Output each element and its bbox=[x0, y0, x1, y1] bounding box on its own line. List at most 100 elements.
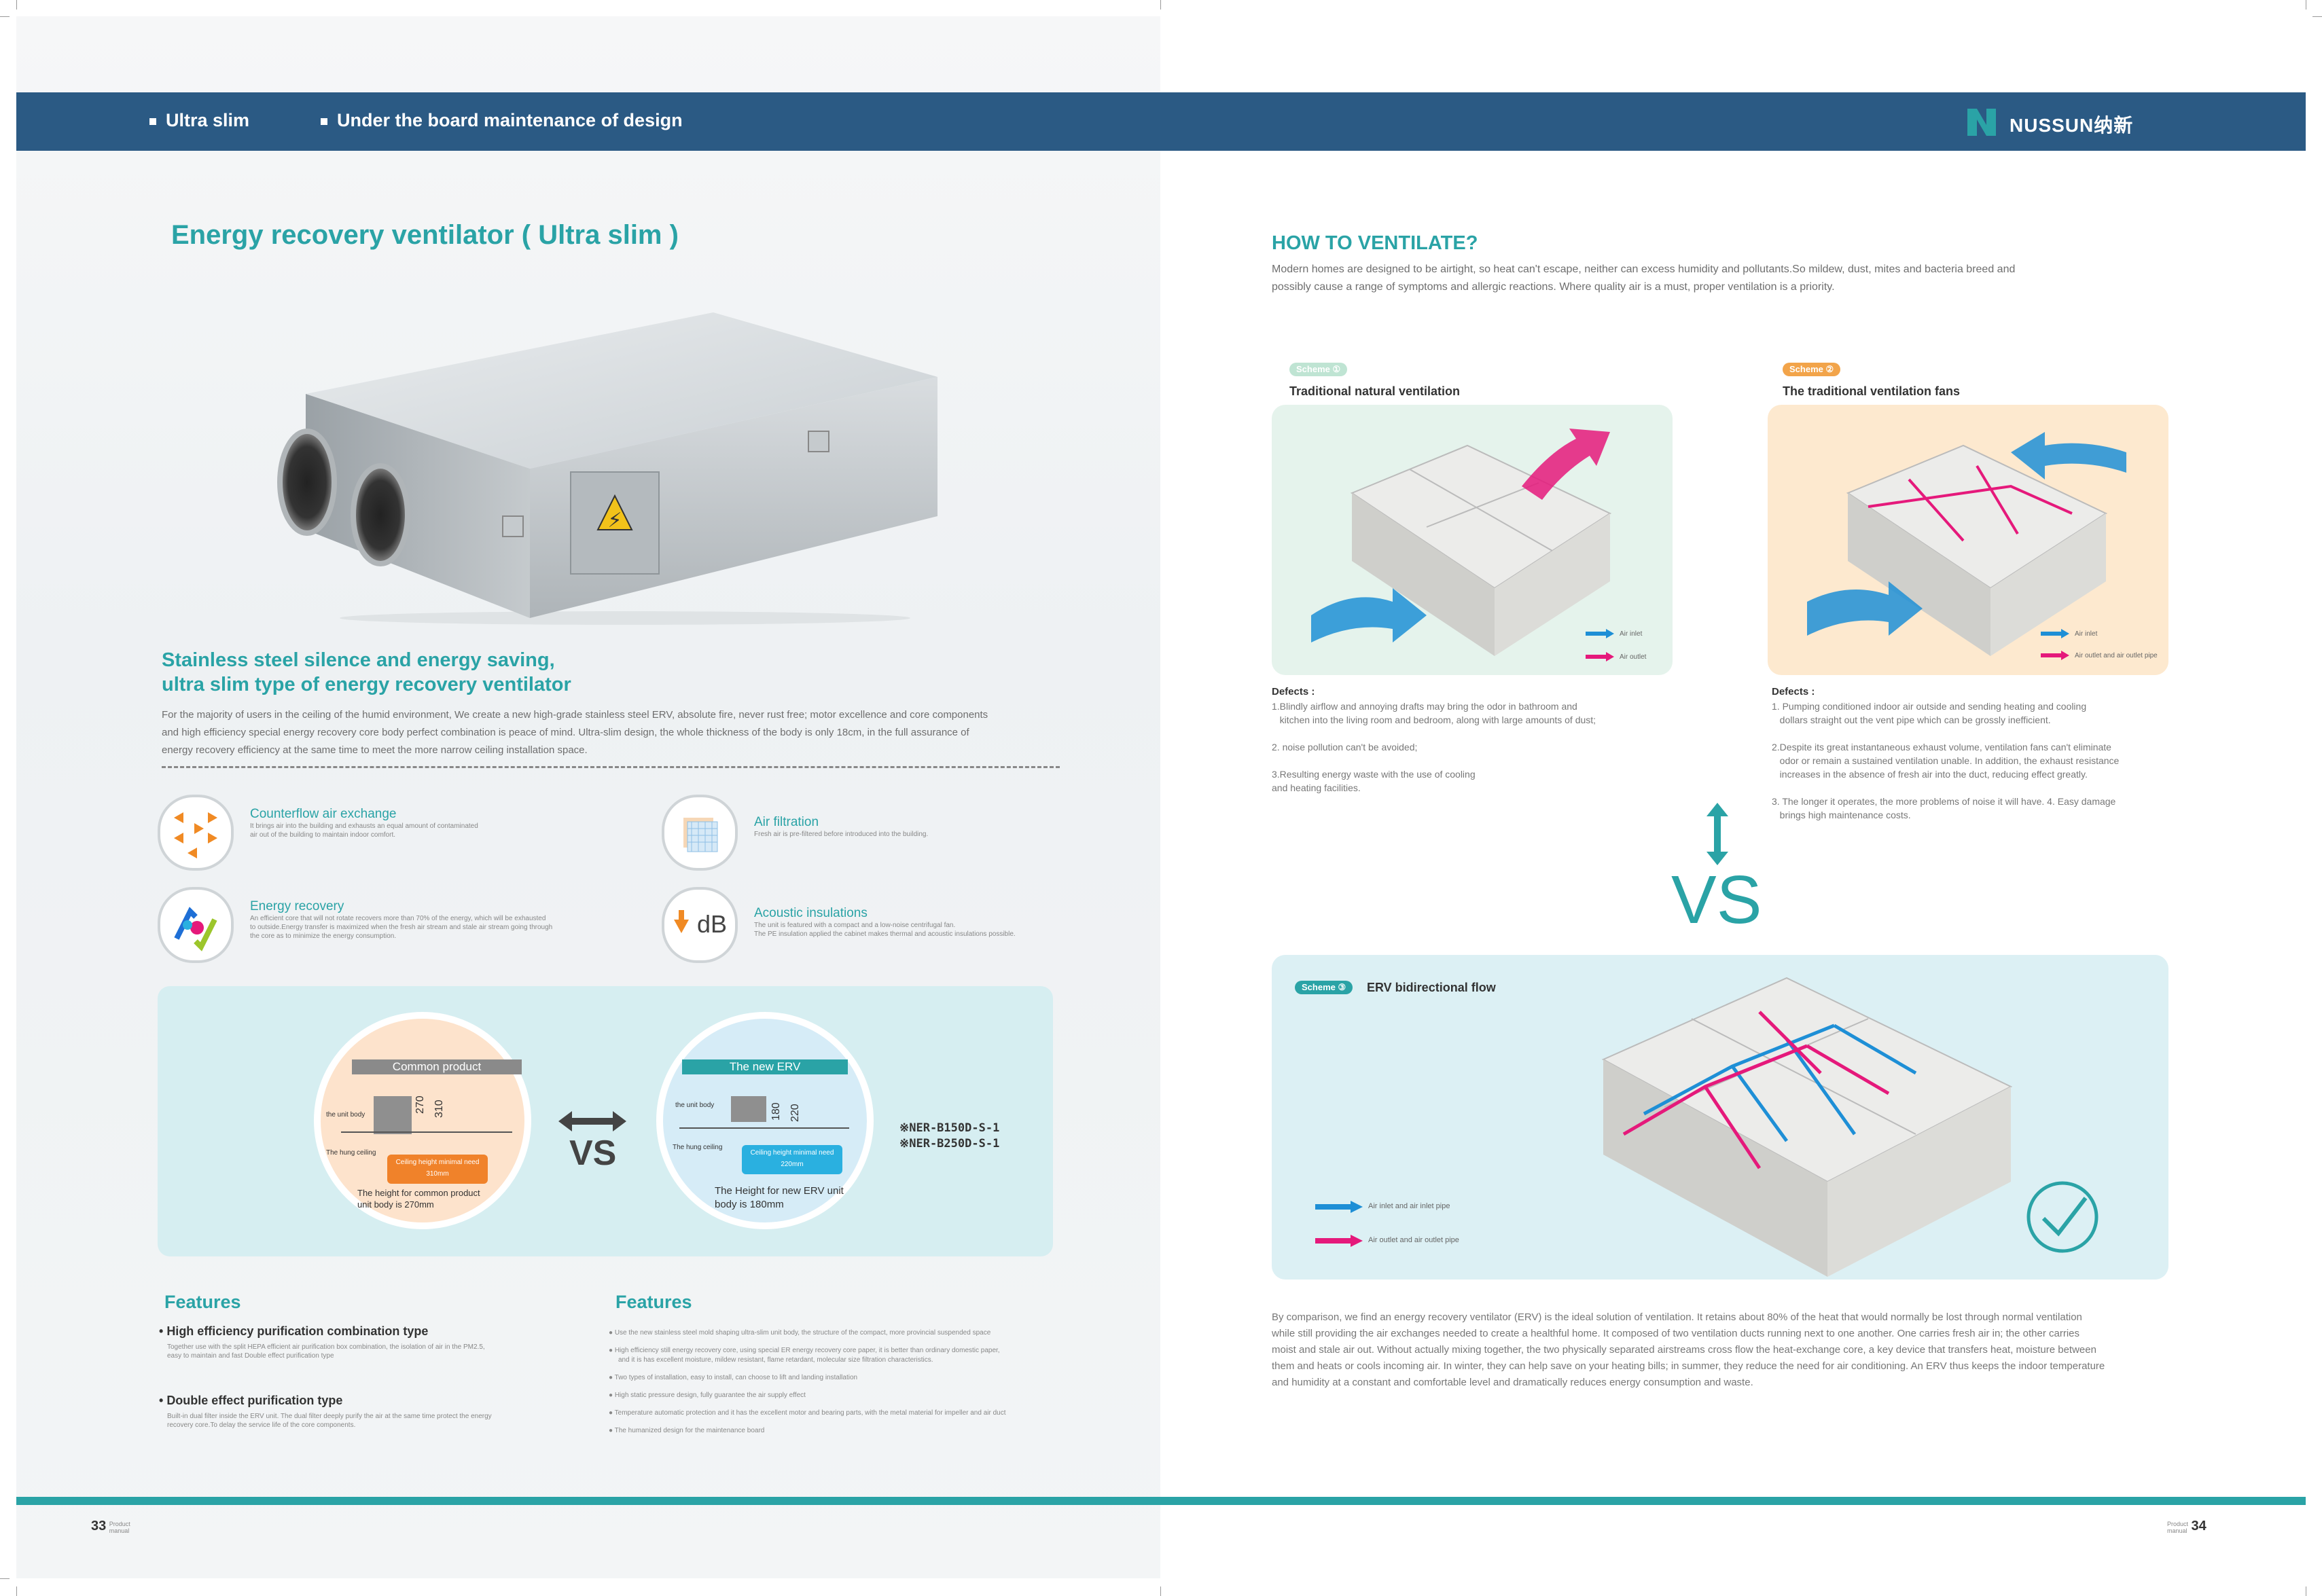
section-subtitle: Stainless steel silence and energy savin… bbox=[162, 648, 637, 697]
tag-line: 310mm bbox=[426, 1170, 449, 1178]
bullet-dot: ● bbox=[609, 1409, 615, 1417]
features-list-item: The humanized design for the maintenance… bbox=[614, 1427, 765, 1434]
features-list-item: Temperature automatic protection and it … bbox=[614, 1409, 1006, 1417]
feature-title: Acoustic insulations bbox=[754, 906, 868, 920]
vs-heading: VS bbox=[1671, 862, 1762, 938]
vertical-double-arrow-icon bbox=[1707, 803, 1728, 865]
common-caption: The height for common product unit body … bbox=[357, 1187, 480, 1210]
feature-desc: Fresh air is pre-filtered before introdu… bbox=[754, 831, 929, 838]
header-item-ultra-slim: Ultra slim bbox=[149, 110, 249, 131]
conclusion-line: them and heats or cools incoming air. In… bbox=[1272, 1360, 2105, 1372]
right-intro: Modern homes are designed to be airtight… bbox=[1272, 261, 2155, 296]
feature-title: Energy recovery bbox=[250, 899, 344, 913]
crop-mark bbox=[16, 1586, 17, 1596]
tag-line: Ceiling height minimal need bbox=[750, 1149, 834, 1157]
bullet-double-effect: • Double effect purification type Built-… bbox=[159, 1394, 580, 1430]
defects-list-1: 1.Blindly airflow and annoying drafts ma… bbox=[1272, 700, 1652, 795]
features-list-item: Two types of installation, easy to insta… bbox=[614, 1374, 858, 1381]
defect-line: brings high maintenance costs. bbox=[1772, 810, 1911, 820]
nussun-logo-icon bbox=[1967, 109, 1996, 136]
feature-desc: It brings air into the building and exha… bbox=[250, 822, 478, 830]
house-erv-flow-image bbox=[1601, 977, 2013, 1277]
model-number: ※NER-B250D-S-1 bbox=[899, 1137, 1000, 1150]
scheme-number: ② bbox=[1825, 364, 1834, 374]
feature-desc: air out of the building to maintain indo… bbox=[250, 831, 396, 839]
hung-ceiling-label: The hung ceiling bbox=[673, 1144, 723, 1151]
conclusion-line: while still providing the air exchanges … bbox=[1272, 1328, 2080, 1339]
energy-recovery-icon bbox=[158, 887, 234, 963]
ceiling-line bbox=[341, 1131, 512, 1133]
page-word-line: Product bbox=[2167, 1520, 2189, 1527]
legend-air-inlet: Air inlet bbox=[1620, 630, 1643, 638]
defects-label: Defects : bbox=[1272, 686, 1315, 697]
feature-desc: the core as to minimize the energy consu… bbox=[250, 932, 397, 940]
blue-arrow-icon bbox=[1586, 629, 1614, 638]
double-arrow-icon bbox=[558, 1111, 626, 1131]
header-item-label: Under the board maintenance of design bbox=[337, 110, 683, 130]
crop-mark bbox=[1160, 0, 1161, 10]
bullet-dot: • bbox=[159, 1324, 167, 1338]
feature-desc: to outside.Energy transfer is maximized … bbox=[250, 924, 553, 931]
unit-body-label: the unit body bbox=[675, 1102, 715, 1109]
feature-energy-recovery: Energy recovery An efficient core that w… bbox=[250, 899, 603, 941]
new-dim-220: 220 bbox=[789, 1104, 801, 1122]
new-unit-box bbox=[731, 1096, 766, 1122]
intro-line: For the majority of users in the ceiling… bbox=[162, 709, 988, 721]
feature-desc: An efficient core that will not rotate r… bbox=[250, 915, 546, 922]
page-word-line: manual bbox=[109, 1527, 130, 1534]
air-filtration-icon bbox=[662, 795, 738, 871]
common-dim-270: 270 bbox=[414, 1095, 426, 1114]
bullet-high-efficiency: • High efficiency purification combinati… bbox=[159, 1324, 580, 1360]
feature-desc: The PE insulation applied the cabinet ma… bbox=[754, 930, 1016, 938]
scheme-number: ① bbox=[1332, 364, 1341, 374]
feature-air-filtration: Air filtration Fresh air is pre-filtered… bbox=[754, 815, 1053, 839]
bullet-desc: recovery core.To delay the service life … bbox=[167, 1421, 356, 1429]
features-list-item: High static pressure design, fully guara… bbox=[614, 1392, 806, 1399]
defects-label: Defects : bbox=[1772, 686, 1815, 697]
intro-line: and high efficiency special energy recov… bbox=[162, 727, 969, 738]
bullet-dot: ● bbox=[609, 1329, 615, 1337]
feature-title: Counterflow air exchange bbox=[250, 807, 397, 821]
common-dim-310: 310 bbox=[433, 1100, 445, 1118]
legend-air-outlet: Air outlet and air outlet pipe bbox=[1368, 1236, 1459, 1244]
square-bullet-icon bbox=[321, 117, 327, 125]
page-word-line: Product bbox=[109, 1520, 130, 1527]
crop-mark bbox=[16, 0, 17, 10]
header-item-maintenance: Under the board maintenance of design bbox=[321, 110, 683, 131]
crop-mark bbox=[2312, 16, 2322, 17]
new-erv-label: The new ERV bbox=[682, 1059, 848, 1074]
page-number: 34 bbox=[2191, 1519, 2207, 1534]
defect-line: 2. noise pollution can't be avoided; bbox=[1272, 742, 1418, 752]
db-label: dB bbox=[697, 910, 728, 938]
feature-desc: The unit is featured with a compact and … bbox=[754, 922, 956, 929]
legend-air-outlet: Air outlet and air outlet pipe bbox=[2075, 652, 2158, 659]
house-natural-ventilation-image bbox=[1311, 429, 1612, 656]
defect-line: 2.Despite its great instantaneous exhaus… bbox=[1772, 742, 2111, 752]
svg-text:⚡: ⚡ bbox=[607, 509, 622, 532]
tag-line: 220mm bbox=[781, 1161, 804, 1168]
scheme-title: The traditional ventilation fans bbox=[1783, 384, 1961, 398]
common-unit-box bbox=[374, 1096, 412, 1134]
bullet-title: High efficiency purification combination… bbox=[166, 1324, 429, 1338]
dashed-divider bbox=[162, 766, 1060, 768]
scheme-badge-1: Scheme ① bbox=[1289, 363, 1348, 376]
scheme-word: Scheme bbox=[1296, 364, 1330, 374]
caption-line: body is 180mm bbox=[715, 1199, 784, 1210]
footer-line bbox=[16, 1497, 2306, 1505]
defect-line: dollars straight out the vent pipe which… bbox=[1772, 714, 2051, 725]
legend-air-outlet: Air outlet bbox=[1620, 653, 1647, 661]
features-list-item: and it is has excellent moisture, mildew… bbox=[618, 1356, 933, 1364]
crop-mark bbox=[0, 1578, 10, 1579]
legend-air-inlet: Air inlet bbox=[2075, 630, 2098, 638]
blue-arrow-icon bbox=[1315, 1201, 1363, 1213]
house-ventilation-fans-image bbox=[1807, 432, 2126, 656]
defect-line: 1.Blindly airflow and annoying drafts ma… bbox=[1272, 701, 1577, 712]
intro-line: possibly cause a range of symptoms and a… bbox=[1272, 281, 1835, 293]
scheme-word: Scheme bbox=[1789, 364, 1823, 374]
conclusion-paragraph: By comparison, we find an energy recover… bbox=[1272, 1309, 2175, 1391]
crop-mark bbox=[0, 16, 10, 17]
new-caption: The Height for new ERV unit body is 180m… bbox=[715, 1184, 844, 1212]
